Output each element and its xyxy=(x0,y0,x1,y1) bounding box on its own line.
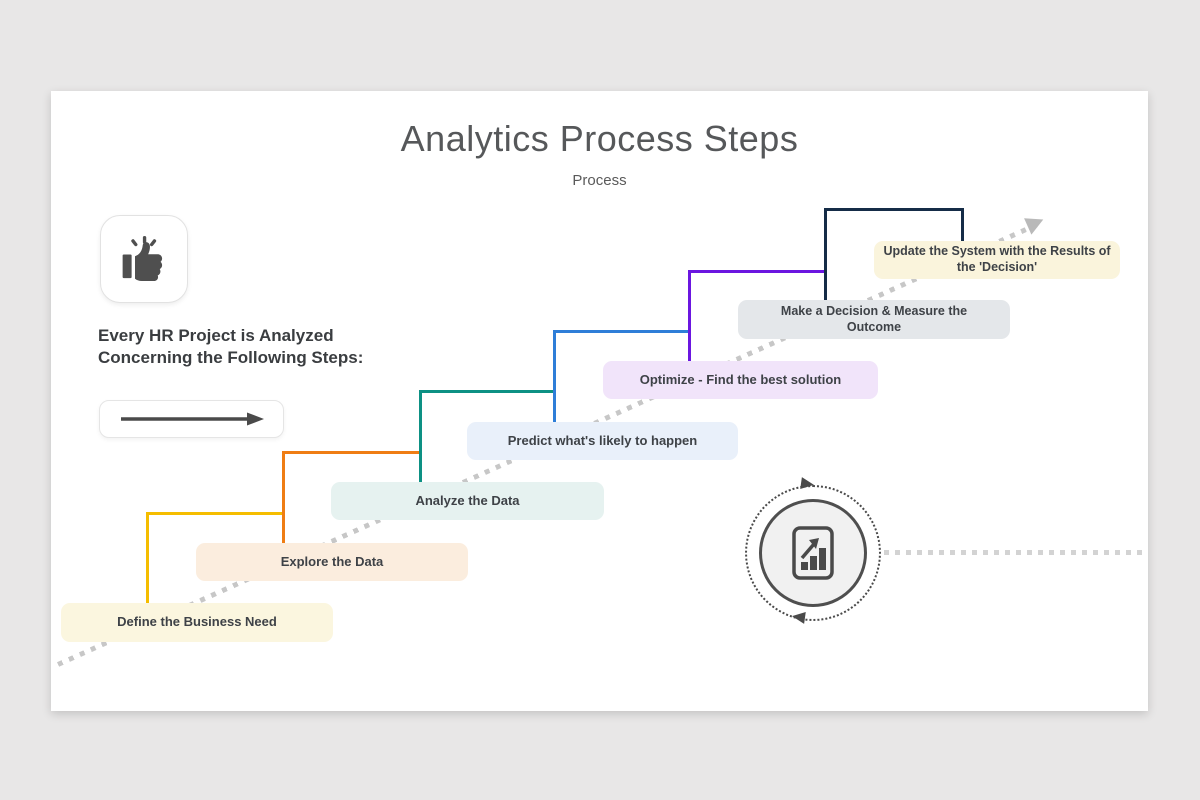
page-subtitle: Process xyxy=(572,172,627,189)
step-connector-optimize xyxy=(688,270,827,361)
step-label-predict: Predict what's likely to happen xyxy=(467,422,738,460)
right-arrow-icon xyxy=(120,412,264,426)
cycle-output-dotted-line xyxy=(884,550,1148,555)
step-label-update: Update the System with the Results of th… xyxy=(874,241,1120,279)
thumbs-up-glyph xyxy=(122,235,163,282)
cycle-arrow-top-icon xyxy=(800,477,815,491)
step-label-analyze: Analyze the Data xyxy=(331,482,604,520)
refresh-cycle-icon xyxy=(745,485,881,621)
step-label-optimize: Optimize - Find the best solution xyxy=(603,361,878,399)
step-connector-explore xyxy=(282,451,422,543)
step-connector-define xyxy=(146,512,285,603)
step-label-decision: Make a Decision & Measure the Outcome xyxy=(738,300,1010,339)
right-arrow-box xyxy=(99,400,284,438)
step-label-explore: Explore the Data xyxy=(196,543,468,581)
step-connector-update-stub xyxy=(961,208,964,243)
cycle-circle xyxy=(759,499,867,607)
intro-heading: Every HR Project is Analyzed Concerning … xyxy=(98,326,364,368)
cycle-arrow-bottom-icon xyxy=(791,610,806,624)
step-connector-analyze xyxy=(419,390,556,482)
step-label-define: Define the Business Need xyxy=(61,603,333,642)
step-connector-decision xyxy=(824,208,964,300)
thumbs-up-icon xyxy=(100,215,188,303)
page-title: Analytics Process Steps xyxy=(400,118,799,159)
step-connector-predict xyxy=(553,330,691,422)
chart-document-icon xyxy=(792,526,834,580)
